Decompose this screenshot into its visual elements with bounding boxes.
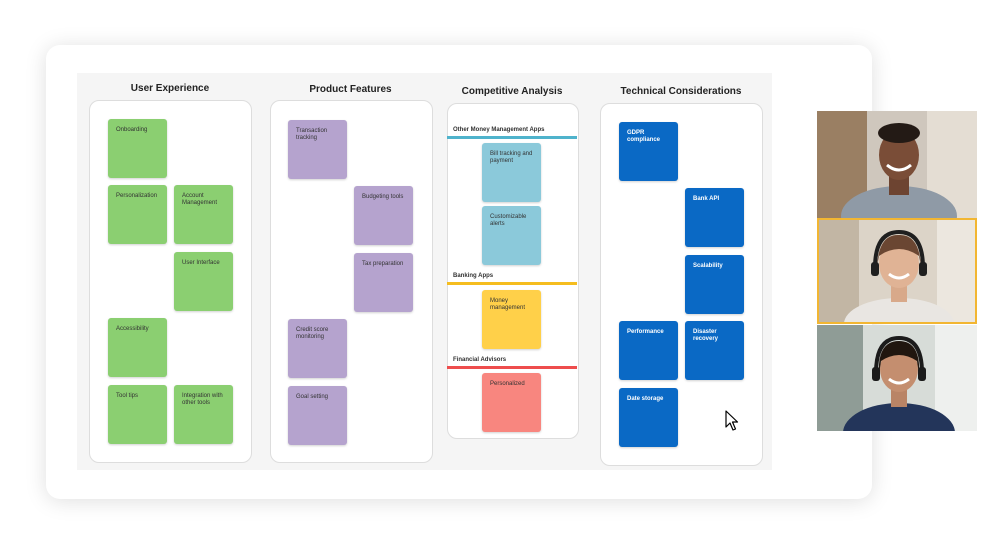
sticky-note-date-storage[interactable]: Date storage	[619, 388, 678, 447]
sticky-note-personalized[interactable]: Personalized	[482, 373, 541, 432]
section-divider-other-money-apps	[447, 136, 577, 139]
sticky-note-personalization[interactable]: Personalization	[108, 185, 167, 244]
column-title-user-experience: User Experience	[130, 83, 210, 94]
section-divider-financial-advisors	[447, 366, 577, 369]
video-tile-participant-3[interactable]	[817, 325, 977, 431]
section-label-banking-apps: Banking Apps	[453, 273, 494, 279]
sticky-note-bill-tracking[interactable]: Bill tracking and payment	[482, 143, 541, 202]
sticky-note-money-management[interactable]: Money management	[482, 290, 541, 349]
sticky-note-transaction-tracking[interactable]: Transaction tracking	[288, 120, 347, 179]
sticky-note-integration[interactable]: Integration with other tools	[174, 385, 233, 444]
participant-man-avatar	[817, 111, 977, 218]
sticky-note-credit-score[interactable]: Credit score monitoring	[288, 319, 347, 378]
video-tile-participant-2-active[interactable]	[817, 218, 977, 324]
sticky-note-onboarding[interactable]: Onboarding	[108, 119, 167, 178]
sticky-note-tool-tips[interactable]: Tool tips	[108, 385, 167, 444]
video-tile-participant-1[interactable]	[817, 111, 977, 218]
sticky-note-account-management[interactable]: Account Management	[174, 185, 233, 244]
section-divider-banking-apps	[447, 282, 577, 285]
column-title-competitive-analysis: Competitive Analysis	[461, 86, 563, 97]
column-title-product-features: Product Features	[309, 84, 392, 95]
sticky-note-customizable-alerts[interactable]: Customizable alerts	[482, 206, 541, 265]
sticky-note-performance[interactable]: Performance	[619, 321, 678, 380]
section-label-other-money-apps: Other Money Management Apps	[453, 127, 545, 133]
sticky-note-disaster-recovery[interactable]: Disaster recovery	[685, 321, 744, 380]
mouse-cursor-icon	[725, 410, 739, 437]
sticky-note-goal-setting[interactable]: Goal setting	[288, 386, 347, 445]
participant-woman-headset-2-avatar	[817, 325, 977, 431]
column-title-technical-considerations: Technical Considerations	[620, 86, 742, 97]
sticky-note-accessibility[interactable]: Accessibility	[108, 318, 167, 377]
sticky-note-user-interface[interactable]: User Interface	[174, 252, 233, 311]
section-label-financial-advisors: Financial Advisors	[453, 357, 507, 363]
sticky-note-scalability[interactable]: Scalability	[685, 255, 744, 314]
sticky-note-tax-preparation[interactable]: Tax preparation	[354, 253, 413, 312]
sticky-note-budgeting-tools[interactable]: Budgeting tools	[354, 186, 413, 245]
sticky-note-bank-api[interactable]: Bank API	[685, 188, 744, 247]
participant-woman-headset-avatar	[819, 220, 975, 322]
sticky-note-gdpr-compliance[interactable]: GDPR compliance	[619, 122, 678, 181]
